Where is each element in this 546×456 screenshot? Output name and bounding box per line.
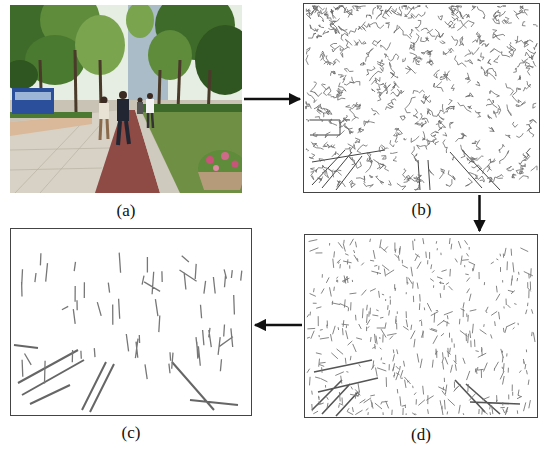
segment-dashes <box>307 238 535 415</box>
panel-label: (b) <box>412 200 432 220</box>
segment-map <box>307 238 535 416</box>
edge-map-panel: (b) <box>303 3 540 193</box>
line-map-ground <box>10 228 252 416</box>
tree-canopy <box>10 5 242 95</box>
pavement-tiles <box>10 125 110 193</box>
edge-scribbles <box>306 6 537 190</box>
segment-map-panel: (d) <box>304 234 538 418</box>
street-photo <box>10 5 242 193</box>
pedestrians <box>99 91 154 145</box>
line-map <box>14 253 242 412</box>
flow-arrow <box>478 195 481 231</box>
panel-label: (d) <box>411 425 431 445</box>
segment-map-ground <box>304 234 538 418</box>
flow-arrow <box>255 324 302 327</box>
hedge <box>140 104 242 112</box>
panel-label: (a) <box>117 201 136 221</box>
flower-planter <box>198 150 242 190</box>
edge-map <box>306 6 537 190</box>
filtered-lines <box>22 253 242 384</box>
line-map-panel: (c) <box>10 228 252 416</box>
photo-panel: (a) <box>10 5 242 193</box>
bus <box>12 88 54 114</box>
panel-label: (c) <box>122 423 141 443</box>
flow-arrow <box>244 98 300 101</box>
edge-map-ground <box>303 3 540 193</box>
